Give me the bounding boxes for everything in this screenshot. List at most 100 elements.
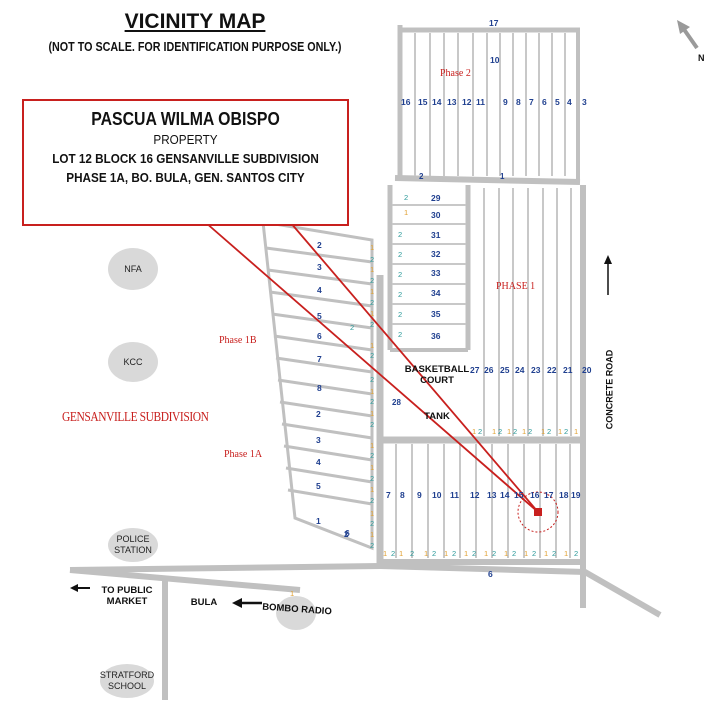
svg-text:1: 1: [383, 549, 387, 558]
svg-text:2: 2: [472, 549, 476, 558]
phase1a-block-2: 2: [316, 409, 321, 419]
lot-description: LOT 12 BLOCK 16 GENSANVILLE SUBDIVISION: [52, 151, 319, 166]
svg-text:1: 1: [484, 549, 488, 558]
phase2-block-16: 16: [401, 97, 411, 107]
svg-text:2: 2: [432, 549, 436, 558]
phase1-block-21: 21: [563, 365, 573, 375]
to-public-market-label: TO PUBLIC MARKET: [96, 585, 158, 607]
svg-text:2: 2: [410, 549, 414, 558]
svg-text:2: 2: [513, 427, 517, 436]
svg-text:1: 1: [370, 287, 374, 296]
svg-text:2: 2: [574, 549, 578, 558]
svg-text:1: 1: [464, 549, 468, 558]
phase1b-block-7: 7: [317, 354, 322, 364]
phase2-block-9: 9: [503, 97, 508, 107]
market-label-1: TO PUBLIC: [101, 585, 153, 596]
property-label: PROPERTY: [153, 132, 218, 147]
svg-text:2: 2: [498, 427, 502, 436]
svg-text:2: 2: [404, 193, 408, 202]
block-17: 17: [489, 18, 499, 28]
svg-text:1: 1: [564, 549, 568, 558]
lower-block-14: 14: [500, 490, 510, 500]
phase1-stack-lots: [392, 204, 466, 325]
svg-text:2: 2: [370, 420, 374, 429]
svg-text:1: 1: [370, 265, 374, 274]
block-6-bottom: 6: [488, 569, 493, 579]
phase1a-label: Phase 1A: [224, 449, 263, 460]
phase1-block-34: 34: [431, 288, 441, 298]
phase1b-label: Phase 1B: [219, 335, 257, 346]
svg-text:2: 2: [398, 250, 402, 259]
phase1b-block-4: 4: [317, 285, 322, 295]
phase1-block-23: 23: [531, 365, 541, 375]
svg-text:2: 2: [370, 474, 374, 483]
phase1a-block-6: 6: [345, 528, 350, 538]
svg-text:1: 1: [370, 243, 374, 252]
svg-text:2: 2: [370, 541, 374, 550]
phase2-block-6: 6: [542, 97, 547, 107]
phase2-block-5: 5: [555, 97, 560, 107]
svg-text:1: 1: [290, 589, 294, 598]
property-marker-icon: [517, 491, 559, 533]
bula-arrow-icon: [232, 598, 262, 608]
basketball-label-2: COURT: [420, 375, 454, 386]
svg-text:2: 2: [547, 427, 551, 436]
phase1-block-35: 35: [431, 309, 441, 319]
svg-text:1: 1: [370, 441, 374, 450]
svg-text:1: 1: [370, 463, 374, 472]
map-title: VICINITY MAP: [124, 10, 266, 33]
roads: [69, 25, 662, 700]
lot-numbers: 12 12 12 12 2 12 21 21 21 21 21 21 21 2 …: [290, 193, 578, 598]
market-label-2: MARKET: [106, 596, 148, 607]
lower-block-15: 15: [514, 490, 524, 500]
svg-text:2: 2: [370, 451, 374, 460]
address-description: PHASE 1A, BO. BULA, GEN. SANTOS CITY: [66, 170, 305, 185]
svg-text:1: 1: [399, 549, 403, 558]
svg-text:1: 1: [370, 341, 374, 350]
nfa-landmark: NFA: [108, 248, 158, 290]
svg-text:2: 2: [492, 549, 496, 558]
svg-text:1: 1: [558, 427, 562, 436]
svg-text:1: 1: [492, 427, 496, 436]
svg-text:1: 1: [544, 549, 548, 558]
lower-block-17: 17: [544, 490, 554, 500]
svg-text:2: 2: [398, 330, 402, 339]
svg-text:2: 2: [370, 496, 374, 505]
lower-block-13: 13: [487, 490, 497, 500]
svg-text:1: 1: [370, 485, 374, 494]
basketball-label-1: BASKETBALL: [404, 364, 470, 375]
phase1-label: PHASE 1: [496, 281, 536, 292]
concrete-road-label: CONCRETE ROAD: [604, 349, 615, 430]
phase1-block-24: 24: [515, 365, 525, 375]
lower-block-10: 10: [432, 490, 442, 500]
svg-text:2: 2: [398, 310, 402, 319]
svg-text:2: 2: [398, 290, 402, 299]
north-arrow-icon: [677, 20, 699, 50]
phase2-block-15: 15: [418, 97, 428, 107]
phase2-label: Phase 2: [440, 68, 471, 79]
north-label: N: [698, 53, 705, 63]
phase2-block-11: 11: [476, 97, 485, 107]
phase1-block-20: 20: [582, 365, 592, 375]
svg-text:2: 2: [370, 351, 374, 360]
police-station-landmark: POLICE STATION: [108, 528, 158, 562]
phase1-block-29: 29: [431, 193, 441, 203]
svg-text:1: 1: [404, 208, 408, 217]
svg-text:1: 1: [472, 427, 476, 436]
svg-text:1: 1: [541, 427, 545, 436]
phase2-block-12: 12: [462, 97, 472, 107]
phase1b-block-2: 2: [317, 240, 322, 250]
svg-text:1: 1: [370, 409, 374, 418]
svg-text:1: 1: [524, 549, 528, 558]
phase1-block-32: 32: [431, 249, 441, 259]
phase1a-block-3: 3: [316, 435, 321, 445]
phase1b-block-5: 5: [317, 311, 322, 321]
phase1a-block-4: 4: [316, 457, 321, 467]
kcc-landmark: KCC: [108, 342, 158, 382]
svg-text:2: 2: [532, 549, 536, 558]
svg-text:2: 2: [370, 320, 374, 329]
lower-block-16: 16: [530, 490, 540, 500]
phase2-lots: [414, 33, 566, 176]
lower-block-11: 11: [450, 490, 459, 500]
svg-text:1: 1: [444, 549, 448, 558]
